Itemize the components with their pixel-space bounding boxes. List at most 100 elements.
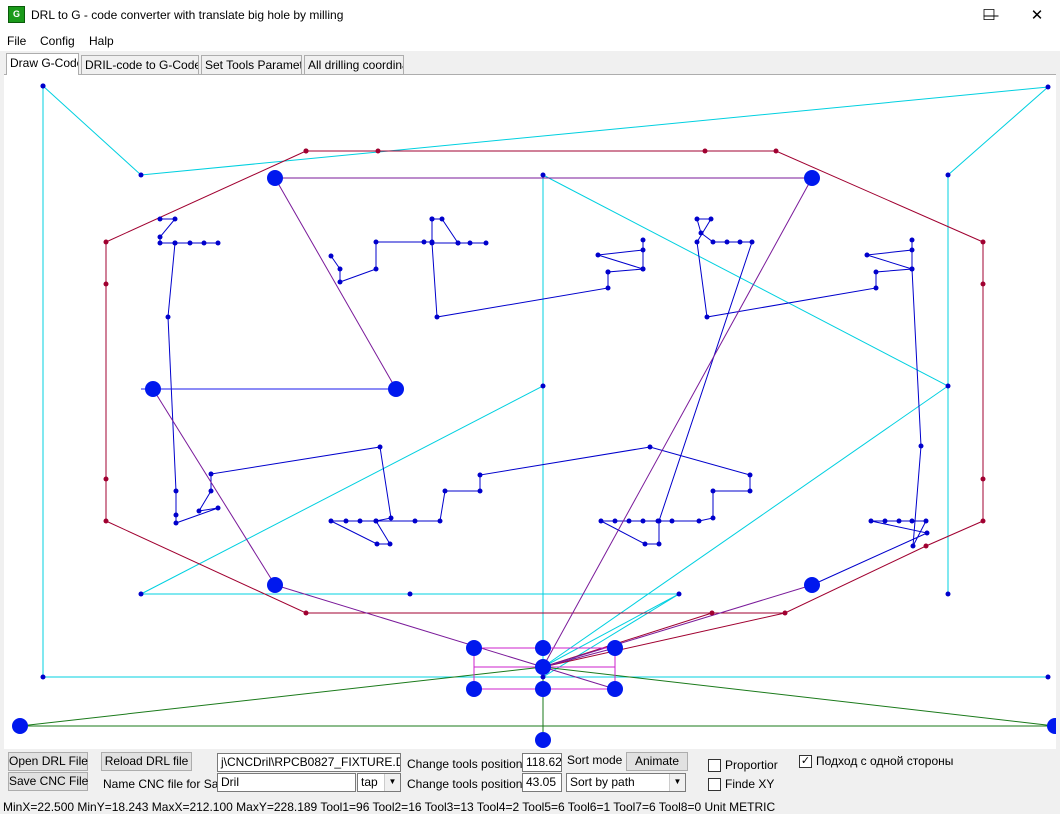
- tool5-segment: [152, 388, 276, 586]
- tool1-hole: [343, 518, 349, 524]
- tool1-hole: [373, 239, 379, 245]
- big-hole: [804, 577, 820, 593]
- tab-set-tools[interactable]: Set Tools Parametr: [201, 55, 302, 74]
- tool3-hole: [945, 172, 951, 178]
- tool2-hole: [782, 610, 788, 616]
- tool1-hole: [656, 518, 662, 524]
- tool2-hole: [103, 281, 109, 287]
- tool1-hole: [626, 518, 632, 524]
- tool1-hole: [696, 518, 702, 524]
- tool1-hole: [387, 541, 393, 547]
- proportional-checkbox[interactable]: [708, 759, 721, 772]
- drill-path-plot: [12, 83, 1060, 748]
- chevron-down-icon: ▼: [669, 774, 685, 791]
- one-side-label: Подход с одной стороны: [816, 754, 954, 768]
- menu-config[interactable]: Config: [40, 34, 75, 48]
- big-hole: [804, 170, 820, 186]
- big-hole: [267, 170, 283, 186]
- title-bar: G DRL to G - code converter with transla…: [0, 0, 1060, 31]
- animate-button[interactable]: Animate: [626, 752, 688, 771]
- tool1-hole: [173, 512, 179, 518]
- tool3-hole: [540, 674, 546, 680]
- maximize-button[interactable]: ☐: [982, 7, 996, 24]
- big-hole: [607, 640, 623, 656]
- big-hole: [535, 732, 551, 748]
- tool1-hole: [201, 240, 207, 246]
- tool1-hole: [337, 266, 343, 272]
- tool2-hole: [980, 518, 986, 524]
- big-hole: [535, 681, 551, 697]
- tool1-hole: [357, 518, 363, 524]
- big-hole: [535, 640, 551, 656]
- tool3-hole: [40, 83, 46, 89]
- tool1-hole: [708, 216, 714, 222]
- tool2-hole: [303, 610, 309, 616]
- tool2-hole: [980, 476, 986, 482]
- tool1-hole: [412, 518, 418, 524]
- reload-drl-button[interactable]: Reload DRL file: [101, 752, 192, 771]
- menu-file[interactable]: File: [7, 34, 27, 48]
- tool1-hole: [172, 216, 178, 222]
- tool1-hole: [896, 518, 902, 524]
- tool2-hole: [709, 610, 715, 616]
- status-bar: MinX=22.500 MinY=18.243 MaxX=212.100 Max…: [3, 800, 776, 814]
- tool3-path: [42, 85, 1050, 678]
- open-drl-button[interactable]: Open DRL File: [8, 752, 88, 771]
- drill-plot-canvas[interactable]: [4, 74, 1060, 749]
- tool1-hole: [467, 240, 473, 246]
- tool2-hole: [375, 148, 381, 154]
- tool1-hole: [710, 239, 716, 245]
- tool5-segment: [274, 584, 544, 668]
- big-hole: [145, 381, 161, 397]
- change-x-field[interactable]: 118.62: [522, 753, 562, 772]
- tool1-hole: [910, 543, 916, 549]
- tool1-hole: [421, 239, 427, 245]
- tool1-hole: [605, 269, 611, 275]
- tool3-hole: [676, 591, 682, 597]
- tool1-hole: [864, 252, 870, 258]
- menu-halp[interactable]: Halp: [89, 34, 114, 48]
- tool1-hole: [595, 252, 601, 258]
- sort-mode-select[interactable]: Sort by path ▼: [566, 773, 686, 792]
- tool1-hole: [477, 472, 483, 478]
- finde-xy-checkbox[interactable]: [708, 778, 721, 791]
- change-y-field[interactable]: 43.05: [522, 773, 562, 792]
- big-hole: [12, 718, 28, 734]
- tool1-hole: [882, 518, 888, 524]
- tool1-hole: [442, 488, 448, 494]
- minimize-button[interactable]: —: [983, 7, 999, 24]
- tool2-hole: [980, 239, 986, 245]
- extension-select[interactable]: tap ▼: [357, 773, 401, 792]
- tool2-hole: [103, 518, 109, 524]
- tool1-hole: [172, 240, 178, 246]
- cnc-name-field[interactable]: Dril: [217, 773, 356, 792]
- proportional-label: Proportior: [725, 758, 778, 772]
- tool1-hole: [373, 266, 379, 272]
- save-cnc-button[interactable]: Save CNC File: [8, 772, 88, 791]
- tool1-hole: [208, 471, 214, 477]
- tool3-hole: [1045, 674, 1051, 680]
- tool5-segment: [542, 666, 616, 690]
- tool2-hole: [980, 281, 986, 287]
- file-path-field[interactable]: j\CNCDril\RPCB0827_FIXTURE.DRL: [217, 753, 401, 772]
- tab-all-coordinates[interactable]: All drilling coordinat: [304, 55, 404, 74]
- tool3-hole: [945, 591, 951, 597]
- sort-mode-value: Sort by path: [570, 775, 635, 789]
- chevron-down-icon: ▼: [384, 774, 400, 791]
- one-side-checkbox[interactable]: ✓: [799, 755, 812, 768]
- close-button[interactable]: ✕: [1030, 7, 1044, 24]
- tool3-hole: [40, 674, 46, 680]
- tool3-hole: [540, 383, 546, 389]
- tool1-hole: [873, 269, 879, 275]
- tool2-hole: [303, 148, 309, 154]
- tab-strip: Draw G-Code DRIL-code to G-Codes Set Too…: [0, 51, 1060, 75]
- tool2-hole: [103, 476, 109, 482]
- tool2-hole: [702, 148, 708, 154]
- tab-dril-to-gcodes[interactable]: DRIL-code to G-Codes: [81, 55, 199, 74]
- tool1-hole: [868, 518, 874, 524]
- tab-draw-gcode[interactable]: Draw G-Code: [6, 53, 79, 75]
- tool1-hole: [656, 541, 662, 547]
- big-hole: [1047, 718, 1060, 734]
- tool1-hole: [749, 239, 755, 245]
- tool1-hole: [918, 443, 924, 449]
